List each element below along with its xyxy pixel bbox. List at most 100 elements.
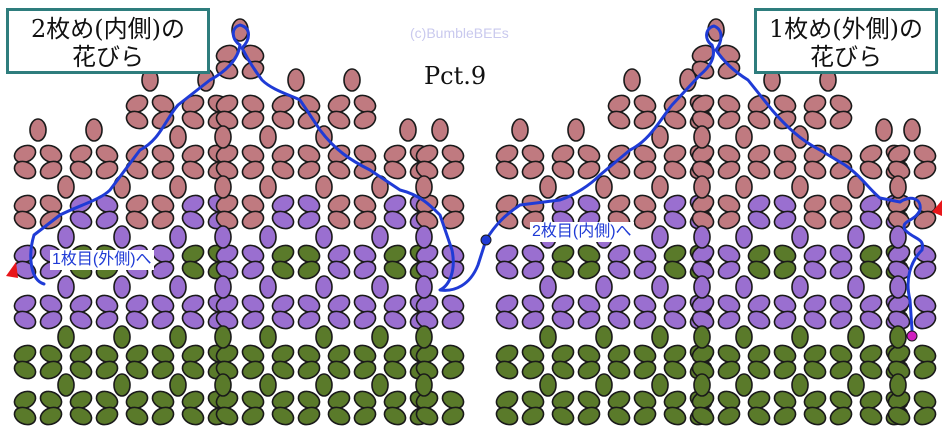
bead xyxy=(215,94,239,114)
bead xyxy=(327,360,351,380)
bead xyxy=(773,144,797,164)
bead xyxy=(95,360,119,380)
bead xyxy=(595,373,613,397)
bead xyxy=(441,406,465,426)
bead xyxy=(791,275,809,299)
bead xyxy=(259,325,277,349)
bead xyxy=(415,275,433,299)
bead xyxy=(315,225,333,249)
bead xyxy=(717,360,741,380)
bead xyxy=(383,160,407,180)
bead xyxy=(151,310,175,330)
bead xyxy=(353,390,377,410)
bead xyxy=(327,344,351,364)
bead xyxy=(353,360,377,380)
bead xyxy=(693,225,711,249)
bead xyxy=(441,294,465,314)
bead xyxy=(327,160,351,180)
bead xyxy=(327,194,351,214)
bead xyxy=(353,94,377,114)
bead xyxy=(735,325,753,349)
bead xyxy=(539,325,557,349)
bead xyxy=(113,373,131,397)
bead xyxy=(214,225,232,249)
bead xyxy=(607,390,631,410)
bead xyxy=(241,344,265,364)
bead xyxy=(57,225,75,249)
bead xyxy=(859,406,883,426)
bead xyxy=(57,373,75,397)
bead xyxy=(383,406,407,426)
bead xyxy=(663,406,687,426)
bead xyxy=(747,160,771,180)
bead xyxy=(85,118,103,142)
bead xyxy=(383,294,407,314)
bead xyxy=(353,294,377,314)
bead xyxy=(521,244,545,264)
bead xyxy=(595,175,613,199)
bead xyxy=(595,275,613,299)
inner-petal-label-line2: 花びら xyxy=(72,43,144,71)
bead xyxy=(803,210,827,230)
bead xyxy=(829,260,853,280)
bead xyxy=(887,144,911,164)
bead xyxy=(773,160,797,180)
bead xyxy=(297,110,321,130)
bead xyxy=(297,360,321,380)
bead xyxy=(271,144,295,164)
bead xyxy=(69,294,93,314)
bead xyxy=(271,110,295,130)
bead xyxy=(241,310,265,330)
bead xyxy=(441,160,465,180)
bead xyxy=(829,210,853,230)
bead xyxy=(353,144,377,164)
bead xyxy=(169,325,187,349)
bead xyxy=(383,260,407,280)
bead xyxy=(633,360,657,380)
bead xyxy=(383,210,407,230)
bead xyxy=(415,406,439,426)
bead xyxy=(717,406,741,426)
bead xyxy=(57,175,75,199)
bead xyxy=(315,175,333,199)
bead xyxy=(113,225,131,249)
bead xyxy=(693,275,711,299)
bead xyxy=(717,194,741,214)
bead xyxy=(829,360,853,380)
bead xyxy=(773,194,797,214)
bead xyxy=(57,325,75,349)
bead xyxy=(297,310,321,330)
outer-petal-label-line1: 1枚め(外側)の xyxy=(769,15,923,43)
bead xyxy=(633,260,657,280)
bead xyxy=(69,160,93,180)
bead xyxy=(607,294,631,314)
bead xyxy=(803,360,827,380)
bead xyxy=(125,94,149,114)
bead xyxy=(735,275,753,299)
bead xyxy=(383,144,407,164)
thread-junction-dot xyxy=(480,234,492,246)
bead xyxy=(577,310,601,330)
bead xyxy=(521,144,545,164)
bead xyxy=(259,373,277,397)
bead xyxy=(773,210,797,230)
bead xyxy=(693,373,711,397)
bead xyxy=(859,294,883,314)
bead xyxy=(577,294,601,314)
bead xyxy=(271,260,295,280)
bead xyxy=(577,360,601,380)
bead xyxy=(151,194,175,214)
bead xyxy=(717,144,741,164)
bead xyxy=(181,360,205,380)
bead xyxy=(633,144,657,164)
bead xyxy=(151,244,175,264)
bead xyxy=(829,406,853,426)
bead xyxy=(495,344,519,364)
bead xyxy=(717,260,741,280)
bead xyxy=(551,244,575,264)
bead xyxy=(327,310,351,330)
bead xyxy=(214,175,232,199)
bead xyxy=(803,390,827,410)
bead xyxy=(69,344,93,364)
bead xyxy=(747,310,771,330)
